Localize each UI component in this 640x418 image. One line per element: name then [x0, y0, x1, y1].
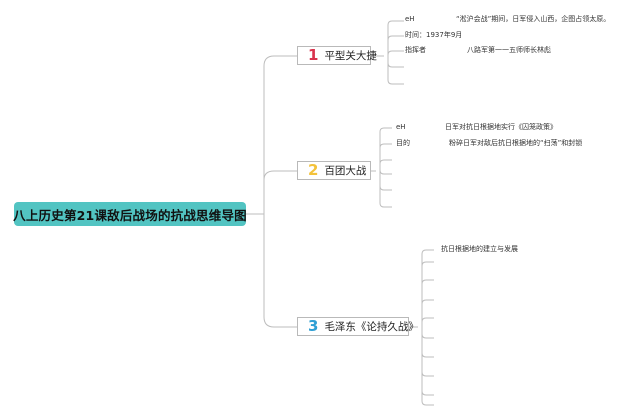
detail-value: “淞沪会战”期间，日军侵入山西，企图占领太原。	[456, 15, 611, 23]
group-3-leaf	[421, 352, 434, 358]
branch-label: 毛泽东《论持久战》	[324, 321, 419, 333]
group-3-leaf	[421, 279, 434, 285]
detail-key: 时间：1937年9月	[405, 31, 463, 39]
group-2-leaf	[379, 185, 392, 191]
branch-number-2: 2	[308, 161, 319, 179]
branch-number-1: 1	[308, 46, 319, 64]
group-2-leaf	[379, 202, 392, 208]
connector-branch-2	[263, 170, 297, 214]
detail-value: 粉碎日军对敌后抗日根据地的“扫荡”和封锁	[449, 139, 583, 147]
group-2-leaf	[379, 127, 392, 133]
group-3-leaf	[421, 261, 434, 267]
group-3-leaf	[421, 333, 434, 339]
branch-lunchijiuzhan: 3 毛泽东《论持久战》	[297, 317, 419, 336]
group-1-leaf	[387, 50, 404, 56]
group-3-leaf	[421, 400, 434, 406]
group-3-leaf	[421, 371, 434, 377]
group-2-leaf	[379, 169, 392, 175]
branch-label: 平型关大捷	[324, 50, 377, 62]
branch-label: 百团大战	[324, 165, 367, 177]
connector-branch-3	[263, 214, 297, 328]
connector-branch-1	[263, 55, 297, 214]
root-topic: 八上历史第21课敌后战场的抗战思维导图	[13, 202, 247, 226]
group-3-leaf	[421, 390, 434, 396]
group-2-leaf	[379, 159, 392, 165]
detail-key: eH	[405, 15, 415, 23]
root-title: 八上历史第21课敌后战场的抗战思维导图	[13, 207, 247, 223]
detail-key: eH	[396, 123, 406, 131]
group-1-leaf	[387, 79, 404, 85]
group-1-leaf	[387, 35, 404, 41]
detail-value: 日军对抗日根据地实行《囚笼政策》	[445, 123, 557, 131]
branch-pingxingguan: 1 平型关大捷	[297, 46, 377, 65]
detail-value: 八路军第一一五师师长林彪	[467, 46, 551, 54]
branch-baituan: 2 百团大战	[297, 161, 371, 180]
detail-key: 抗日根据地的建立与发展	[441, 245, 518, 253]
group-1-leaf	[387, 62, 404, 68]
branch-number-3: 3	[308, 317, 319, 335]
group-3-leaf	[421, 299, 434, 305]
group-2-leaf	[379, 143, 392, 149]
detail-key: 目的	[396, 139, 410, 147]
detail-key: 指挥者	[405, 46, 426, 54]
group-1-leaf	[387, 20, 404, 26]
group-3-leaf	[421, 249, 434, 255]
group-3-leaf	[421, 317, 434, 323]
